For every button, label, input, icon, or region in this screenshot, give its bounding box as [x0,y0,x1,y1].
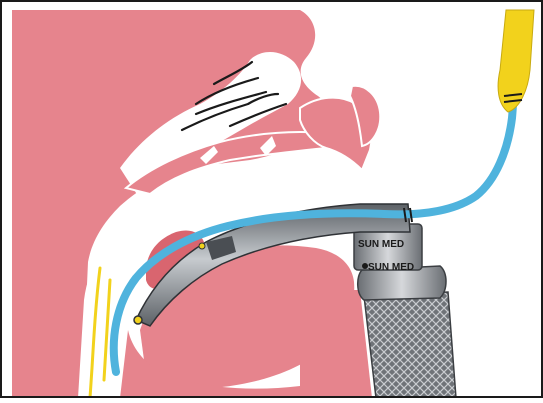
blade-label-upper: SUN MED [358,239,404,250]
chin-tissue [300,290,372,398]
blade-label-dot [362,263,368,269]
blade-label-lower: SUN MED [368,262,414,273]
